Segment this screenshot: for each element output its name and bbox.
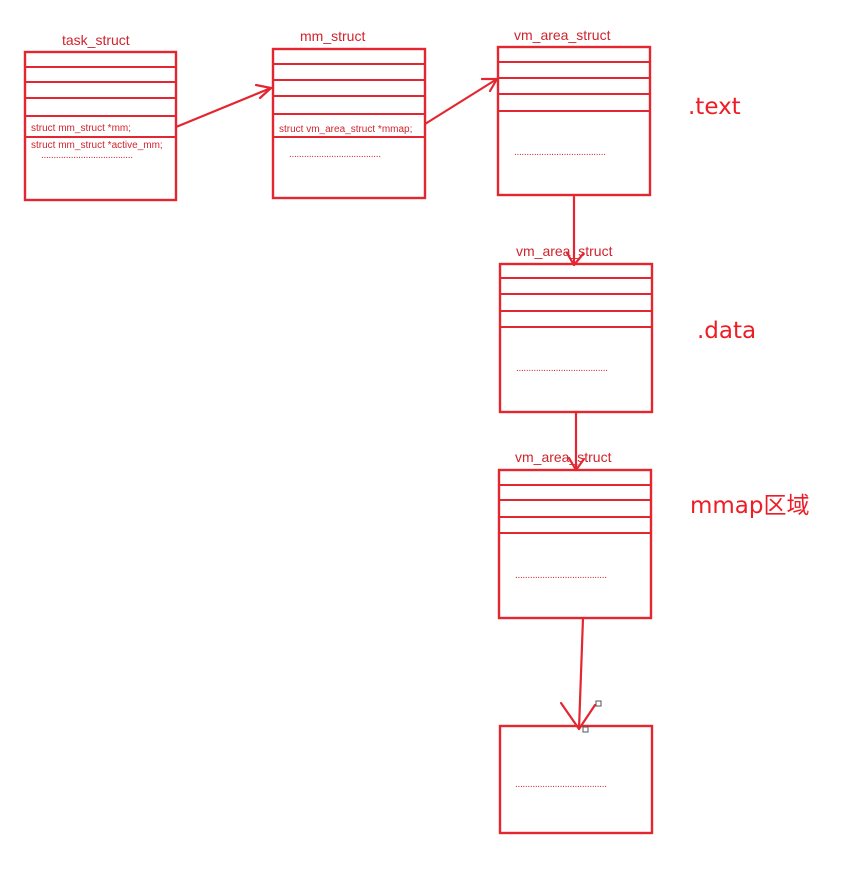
- segment-label-mmap: mmap区域: [690, 493, 810, 519]
- vma-mmap-title: vm_area_struct: [515, 449, 612, 465]
- arrow-vma-mmap-to-next: [559, 616, 597, 731]
- vma-next-node: .....................................: [498, 724, 654, 835]
- arrow-vma-text-to-data: [565, 195, 585, 267]
- vma-next-ellipsis: .....................................: [515, 779, 607, 790]
- vma-data-title: vm_area_struct: [516, 243, 613, 259]
- vma-data-ellipsis: .....................................: [516, 363, 608, 374]
- mm-struct-node: mm_struct struct vm_area_struct *mmap; .…: [271, 28, 427, 200]
- vma-data-node: vm_area_struct .........................…: [498, 243, 654, 414]
- selection-handle[interactable]: [582, 726, 589, 733]
- task-struct-field-active-mm: struct mm_struct *active_mm;: [31, 140, 163, 151]
- vma-text-ellipsis: .....................................: [514, 147, 606, 158]
- mm-struct-field-mmap: struct vm_area_struct *mmap;: [279, 124, 412, 135]
- task-struct-field-mm: struct mm_struct *mm;: [31, 123, 131, 134]
- vma-mmap-box: [497, 468, 653, 620]
- vma-text-title: vm_area_struct: [514, 27, 611, 43]
- vma-text-node: vm_area_struct .........................…: [496, 27, 652, 197]
- mm-struct-ellipsis: .....................................: [289, 149, 381, 160]
- segment-label-text: .text: [688, 94, 741, 120]
- vma-data-box: [498, 262, 654, 414]
- segment-label-data: .data: [697, 318, 756, 344]
- vma-text-box: [496, 45, 652, 197]
- task-struct-title: task_struct: [62, 32, 130, 48]
- mm-struct-title: mm_struct: [300, 28, 365, 44]
- vma-mmap-ellipsis: .....................................: [515, 570, 607, 581]
- selection-handle[interactable]: [595, 700, 602, 707]
- arrow-mm-to-vma: [423, 77, 499, 126]
- task-struct-ellipsis: .....................................: [41, 150, 133, 161]
- task-struct-node: task_struct struct mm_struct *mm; struct…: [23, 32, 178, 202]
- arrow-vma-data-to-mmap: [567, 410, 586, 472]
- vma-mmap-node: vm_area_struct .........................…: [497, 449, 653, 620]
- arrow-task-to-mm: [174, 83, 273, 129]
